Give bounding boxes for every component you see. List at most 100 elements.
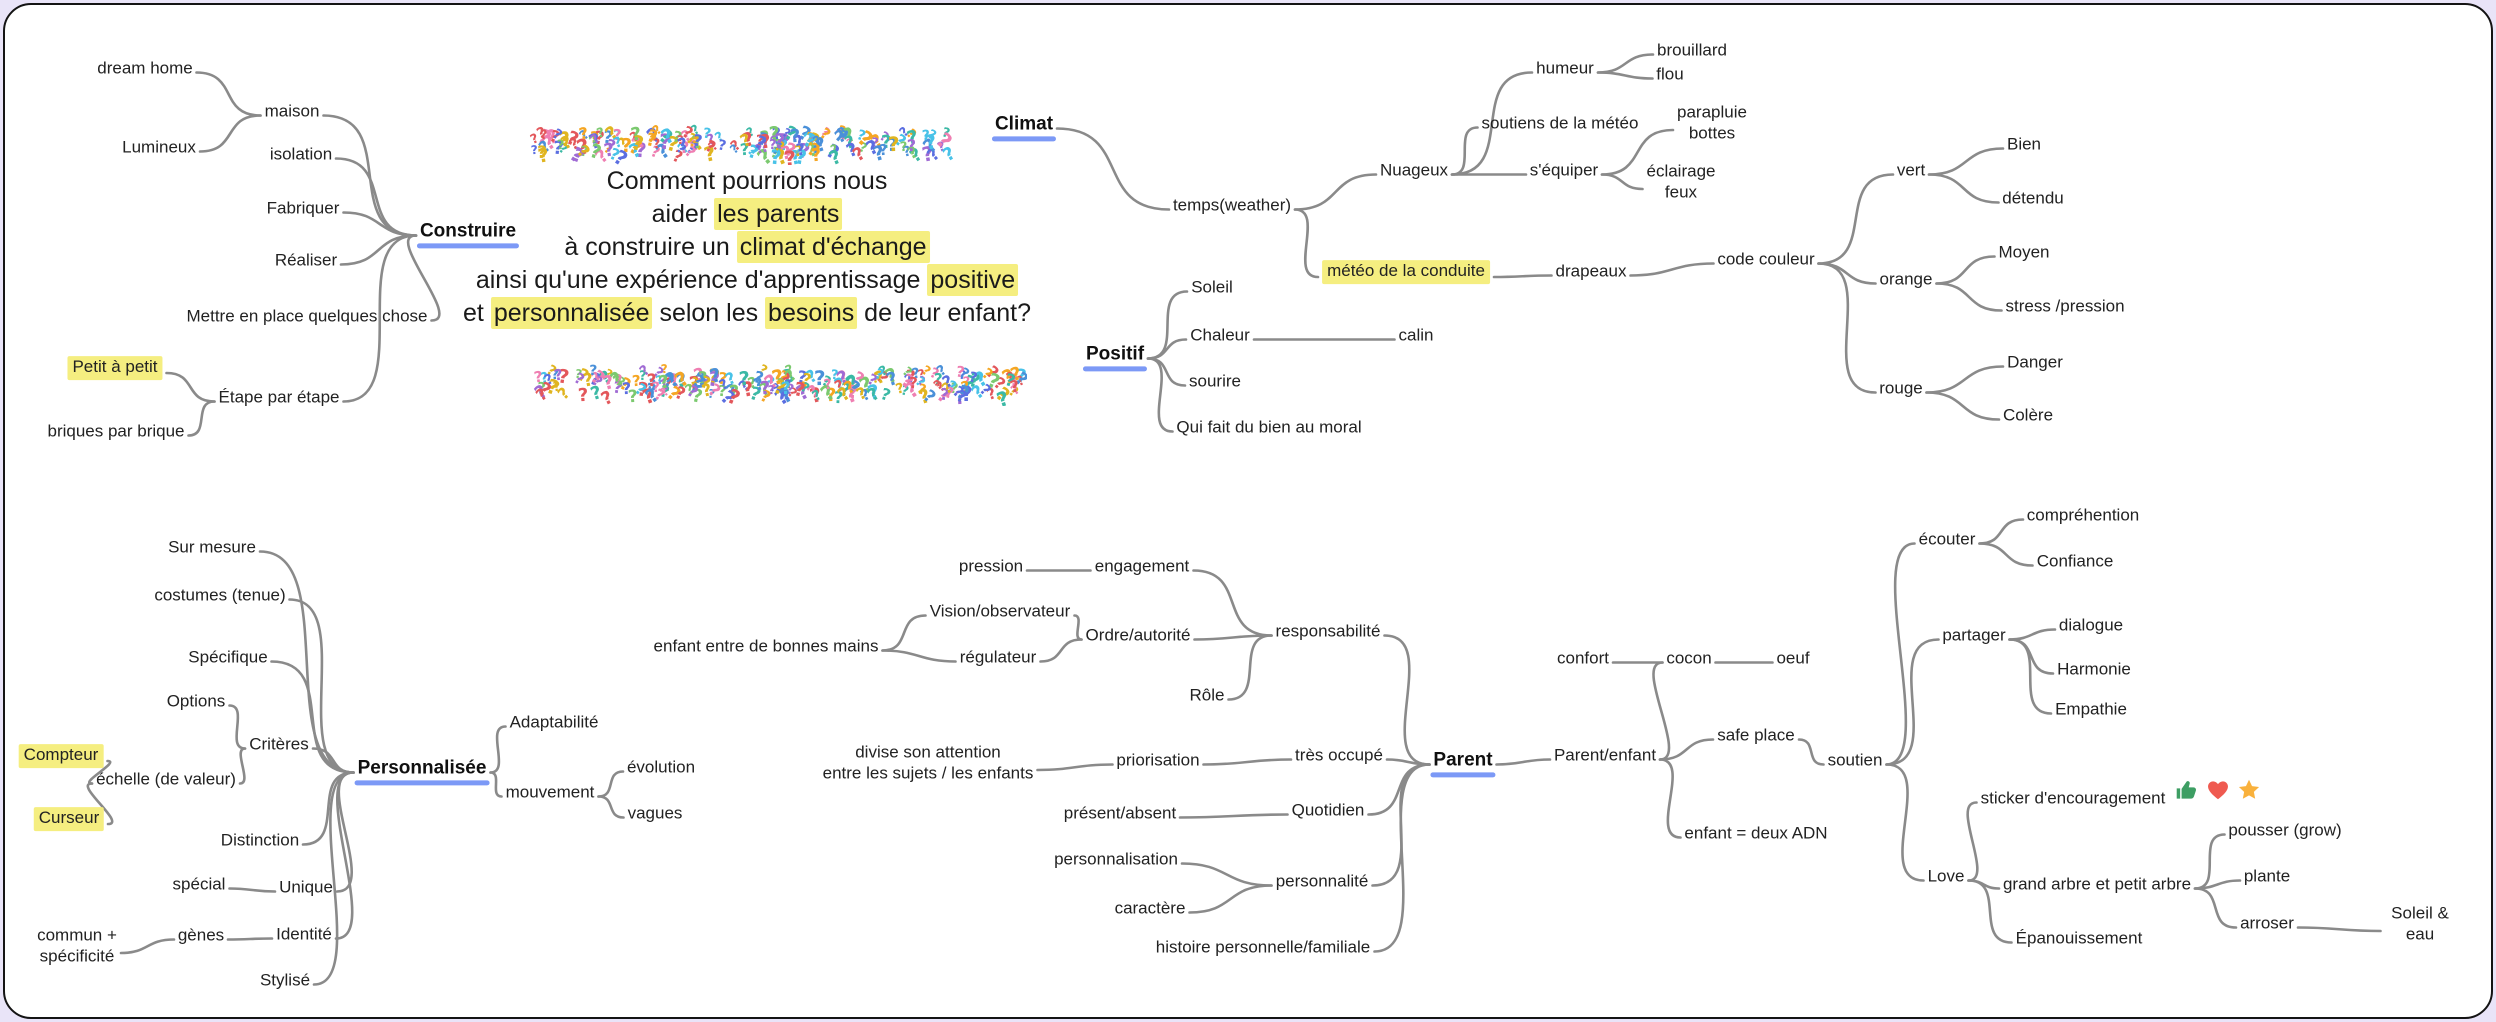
node-climat[interactable]: Climat [991,113,1057,142]
node-isolation[interactable]: isolation [269,144,333,164]
node-genes[interactable]: gènes [177,925,225,945]
node-responsabilite[interactable]: responsabilité [1275,621,1381,641]
node-personnalite[interactable]: personnalité [1275,871,1369,891]
node-vision-observateur[interactable]: Vision/observateur [929,601,1071,621]
node-curseur[interactable]: Curseur [33,807,105,831]
node-vagues[interactable]: vagues [627,803,683,823]
node-special[interactable]: spécial [172,874,226,894]
node-compteur[interactable]: Compteur [18,744,104,768]
node-partager[interactable]: partager [1942,625,2006,645]
node-petit-a-petit[interactable]: Petit à petit [67,356,163,380]
node-construire[interactable]: Construire [416,220,520,249]
node-ecouter[interactable]: écouter [1918,529,1976,549]
node-unique[interactable]: Unique [279,877,333,897]
node-realiser[interactable]: Réaliser [274,250,338,270]
node-identite[interactable]: Identité [276,924,332,944]
node-flou[interactable]: flou [1656,64,1684,84]
node-parent-enfant[interactable]: Parent/enfant [1553,745,1657,765]
node-mettre-en-place[interactable]: Mettre en place quelques chose [186,306,428,326]
node-meteo-conduite[interactable]: météo de la conduite [1322,260,1490,284]
node-etape-par-etape[interactable]: Étape par étape [218,387,340,407]
node-calin[interactable]: calin [1398,325,1434,345]
node-personnalisation[interactable]: personnalisation [1054,849,1178,869]
node-parent[interactable]: Parent [1430,749,1496,778]
node-divise-attention[interactable]: divise son attention entre les sujets / … [822,742,1034,782]
node-pousser-grow[interactable]: pousser (grow) [2228,820,2342,840]
node-ordre-autorite[interactable]: Ordre/autorité [1085,625,1191,645]
node-evolution[interactable]: évolution [626,757,696,777]
node-soleil[interactable]: Soleil [1191,277,1233,297]
node-fabriquer[interactable]: Fabriquer [266,198,340,218]
node-detendu[interactable]: détendu [2002,188,2064,208]
node-confiance[interactable]: Confiance [2036,551,2114,571]
node-arroser[interactable]: arroser [2240,913,2294,933]
node-nuageux[interactable]: Nuageux [1379,160,1449,180]
node-eclairage-feux[interactable]: éclairage feux [1646,161,1716,201]
node-maison[interactable]: maison [264,101,320,121]
node-qui-fait-du-bien[interactable]: Qui fait du bien au moral [1176,417,1362,437]
node-enfant-bonnes-mains[interactable]: enfant entre de bonnes mains [653,636,879,656]
node-dream-home[interactable]: dream home [97,58,193,78]
node-costumes-tenue[interactable]: costumes (tenue) [154,585,286,605]
mindmap-page[interactable]: ????????????????????????????????????????… [3,3,2493,1019]
node-role[interactable]: Rôle [1189,685,1225,705]
node-positif[interactable]: Positif [1082,343,1148,372]
node-temps-weather[interactable]: temps(weather) [1172,195,1292,215]
node-lumineux[interactable]: Lumineux [122,137,196,157]
node-stylise[interactable]: Stylisé [259,970,311,990]
node-sequiper[interactable]: s'équiper [1529,160,1599,180]
node-sourire[interactable]: sourire [1189,371,1241,391]
node-danger[interactable]: Danger [2007,352,2063,372]
node-sur-mesure[interactable]: Sur mesure [168,537,256,557]
node-soleil-eau[interactable]: Soleil & eau [2391,903,2449,943]
node-adaptabilite[interactable]: Adaptabilité [509,712,599,732]
node-sticker-encouragement[interactable]: sticker d'encouragement [1980,788,2166,808]
node-drapeaux[interactable]: drapeaux [1555,261,1627,281]
node-personnalisee[interactable]: Personnalisée [354,757,490,786]
node-epanouissement[interactable]: Épanouissement [2015,928,2143,948]
node-cocon[interactable]: cocon [1666,648,1712,668]
node-mouvement[interactable]: mouvement [505,782,595,802]
node-criteres[interactable]: Critères [249,734,309,754]
node-commun-specificite[interactable]: commun + spécificité [37,925,117,965]
node-regulateur[interactable]: régulateur [959,647,1037,667]
node-oeuf[interactable]: oeuf [1776,648,1810,668]
node-parapluie-bottes[interactable]: parapluie bottes [1677,102,1747,142]
node-priorisation[interactable]: priorisation [1116,750,1200,770]
node-code-couleur[interactable]: code couleur [1717,249,1815,269]
node-plante[interactable]: plante [2243,866,2291,886]
node-tres-occupe[interactable]: très occupé [1295,745,1383,765]
node-vert[interactable]: vert [1896,160,1926,180]
node-options[interactable]: Options [166,691,226,711]
node-encouragement-emojis[interactable] [2174,777,2262,803]
node-confort[interactable]: confort [1557,648,1609,668]
node-harmonie[interactable]: Harmonie [2057,659,2131,679]
node-bien[interactable]: Bien [2006,134,2042,154]
node-stress-pression[interactable]: stress /pression [2005,296,2125,316]
node-engagement[interactable]: engagement [1094,556,1190,576]
node-rouge[interactable]: rouge [1879,378,1923,398]
node-moyen[interactable]: Moyen [1998,242,2050,262]
node-quotidien[interactable]: Quotidien [1291,800,1365,820]
node-colere[interactable]: Colère [2002,405,2054,425]
node-safe-place[interactable]: safe place [1717,725,1795,745]
node-echelle-valeur[interactable]: échelle (de valeur) [96,769,236,789]
node-distinction[interactable]: Distinction [220,830,300,850]
node-caractere[interactable]: caractère [1114,898,1186,918]
node-soutien[interactable]: soutien [1827,750,1883,770]
node-chaleur[interactable]: Chaleur [1190,325,1250,345]
node-dialogue[interactable]: dialogue [2058,615,2124,635]
node-present-absent[interactable]: présent/absent [1063,803,1177,823]
node-empathie[interactable]: Empathie [2055,699,2127,719]
node-enfant-deux-adn[interactable]: enfant = deux ADN [1684,823,1828,843]
node-histoire-familiale[interactable]: histoire personnelle/familiale [1155,937,1371,957]
node-pression[interactable]: pression [958,556,1024,576]
node-orange-node[interactable]: orange [1879,269,1933,289]
node-comprehention[interactable]: compréhention [2026,505,2140,525]
node-humeur[interactable]: humeur [1536,58,1594,78]
node-briques-par-brique[interactable]: briques par brique [47,421,185,441]
node-soutiens-meteo[interactable]: soutiens de la météo [1481,113,1639,133]
node-brouillard[interactable]: brouillard [1657,40,1727,60]
node-specifique[interactable]: Spécifique [188,647,268,667]
